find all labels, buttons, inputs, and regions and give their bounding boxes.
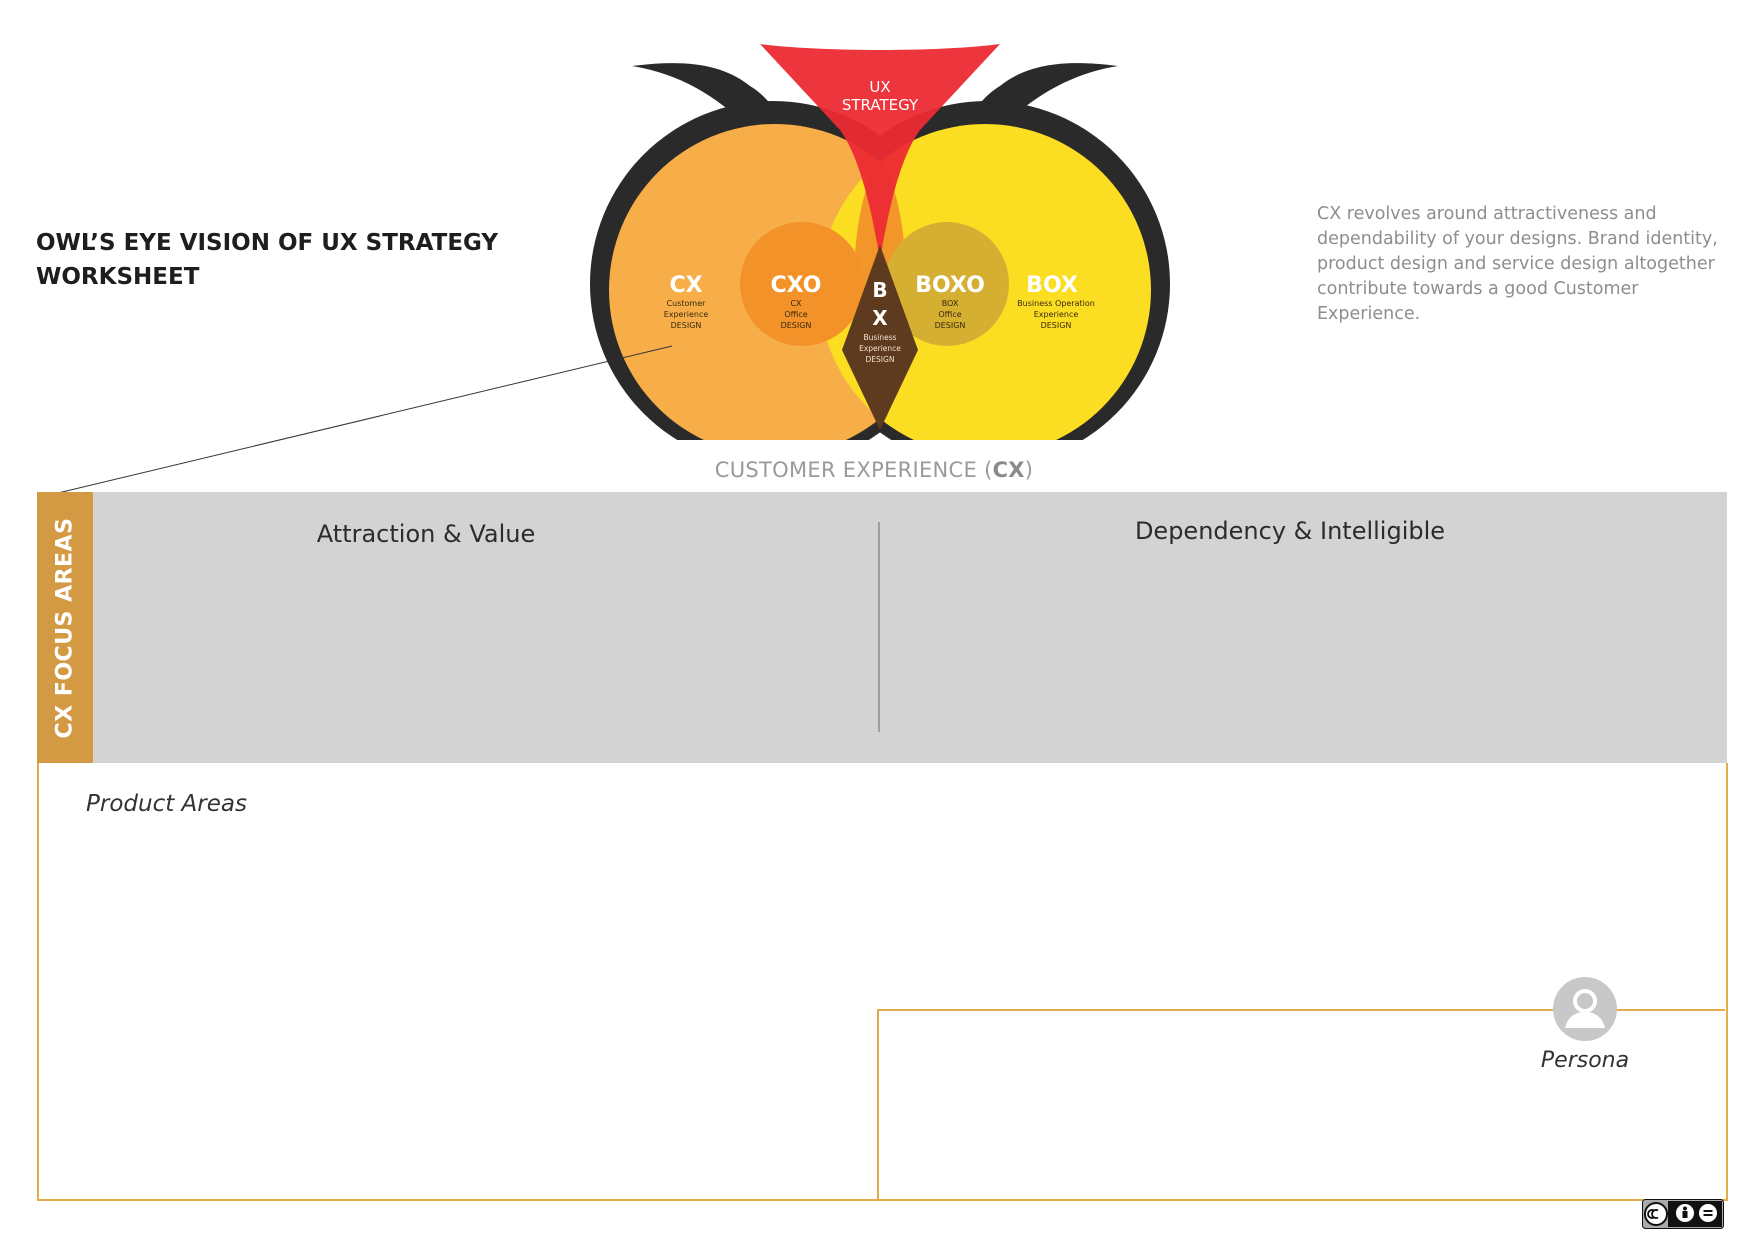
bx-diamond	[842, 245, 918, 430]
focus-divider	[878, 522, 880, 732]
cxo-abbr: CXO	[770, 273, 821, 298]
owl-diagram: UX STRATEGY CX Customer Experience DESIG…	[590, 40, 1170, 440]
focus-areas-text: CX FOCUS AREAS	[52, 517, 78, 738]
attraction-value-title: Attraction & Value	[316, 520, 536, 548]
bx-line-1: Business	[863, 333, 896, 342]
cc-license-badge	[1642, 1199, 1724, 1229]
focus-areas-band	[37, 492, 1727, 763]
boxo-abbr: BOXO	[915, 273, 985, 298]
heading-prefix: CUSTOMER EXPERIENCE (	[714, 458, 993, 482]
focus-areas-label: CX FOCUS AREAS	[37, 492, 93, 763]
nd-icon	[1699, 1204, 1717, 1222]
title-line-2: WORKSHEET	[36, 264, 200, 290]
cc-icon	[1644, 1202, 1668, 1226]
boxo-circle	[885, 222, 1009, 346]
persona-icon	[1552, 976, 1618, 1042]
persona-label: Persona	[1540, 1048, 1630, 1073]
cx-abbr: CX	[669, 273, 702, 298]
cxo-line-2: Office	[784, 310, 807, 319]
title-line-1: OWL’S EYE VISION OF UX STRATEGY	[36, 230, 499, 256]
box-line-1: Business Operation	[1017, 299, 1095, 308]
ux-strategy-line-2: STRATEGY	[842, 96, 919, 114]
box-abbr: BOX	[1026, 273, 1078, 298]
ux-strategy-shape	[760, 44, 1000, 260]
ux-strategy-line-1: UX	[869, 78, 890, 96]
boxo-line-3: DESIGN	[935, 321, 966, 330]
product-areas-label: Product Areas	[86, 791, 247, 817]
cxo-line-1: CX	[790, 299, 802, 308]
cx-line-1: Customer	[667, 299, 707, 308]
boxo-line-1: BOX	[942, 299, 959, 308]
bx-abbr-b: B	[872, 278, 887, 302]
cxo-circle	[740, 222, 864, 346]
cxo-line-3: DESIGN	[781, 321, 812, 330]
cx-line-3: DESIGN	[671, 321, 702, 330]
cx-description: CX revolves around attractiveness and de…	[1317, 204, 1718, 324]
product-areas-box[interactable]	[37, 763, 1728, 1201]
bx-line-3: DESIGN	[866, 355, 895, 364]
box-line-3: DESIGN	[1041, 321, 1072, 330]
cx-line-2: Experience	[664, 310, 709, 319]
bx-abbr-x: X	[872, 306, 888, 330]
box-line-2: Experience	[1034, 310, 1079, 319]
by-icon	[1676, 1204, 1694, 1222]
boxo-line-2: Office	[938, 310, 961, 319]
customer-experience-heading: CUSTOMER EXPERIENCE (CX)	[600, 458, 1148, 482]
owl-svg: UX STRATEGY CX Customer Experience DESIG…	[590, 44, 1170, 440]
heading-suffix: )	[1024, 458, 1034, 482]
heading-bold: CX	[992, 458, 1025, 482]
persona-box[interactable]	[877, 1009, 1725, 1201]
worksheet-title: OWL’S EYE VISION OF UX STRATEGY WORKSHEE…	[36, 226, 556, 294]
dependency-intelligible-title: Dependency & Intelligible	[1134, 517, 1446, 545]
bx-line-2: Experience	[859, 344, 901, 353]
